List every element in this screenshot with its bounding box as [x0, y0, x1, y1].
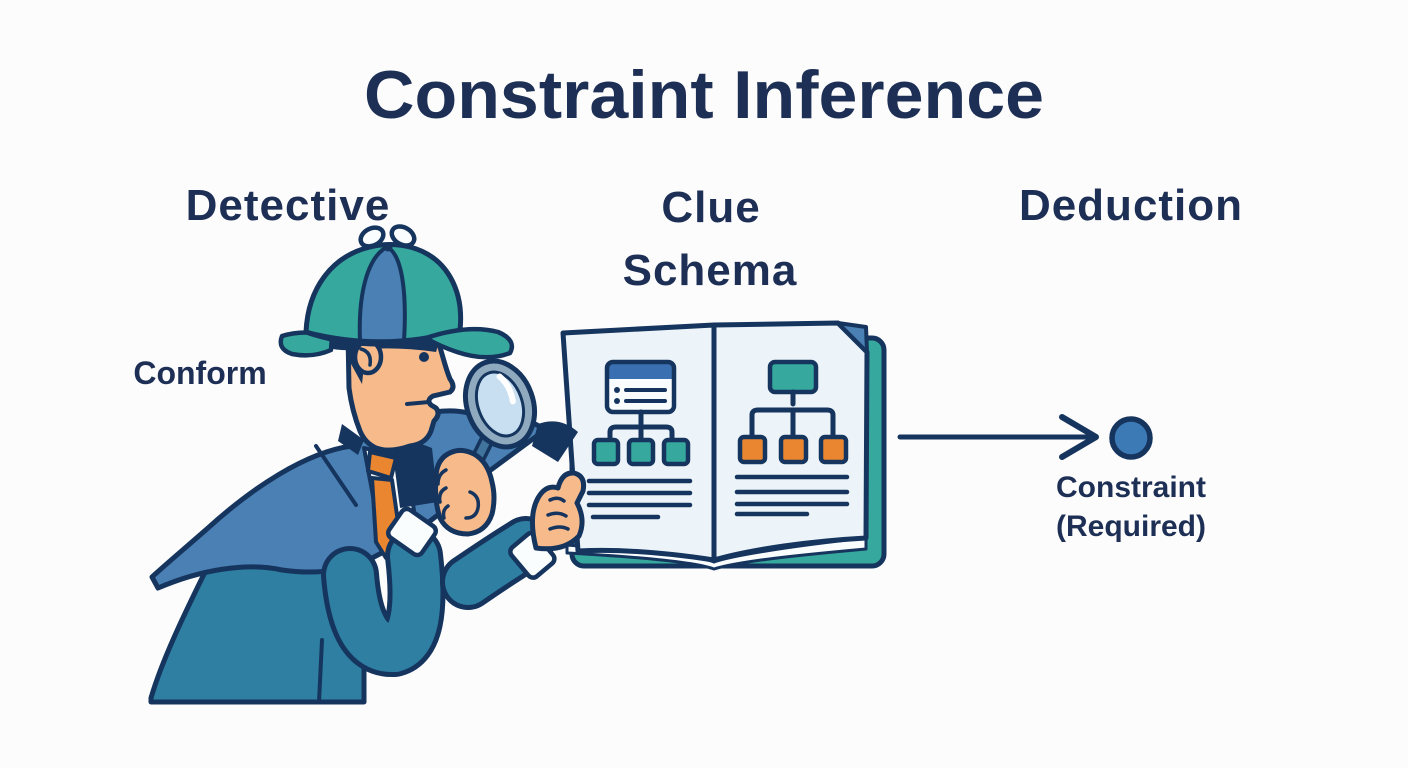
column-label-detective: Detective: [186, 181, 391, 230]
open-schema-book: [560, 320, 887, 571]
cuff: [385, 506, 439, 558]
neck-hair: [338, 424, 364, 455]
hand-holding-magnifier: [433, 447, 497, 537]
left-page-schema-diagram: [586, 359, 693, 520]
page-fold-corner: [836, 321, 869, 354]
constraint-label-line2: (Required): [1056, 510, 1206, 543]
constraint-dot-node: Constraint (Required): [1056, 416, 1206, 543]
eye: [419, 352, 429, 362]
front-arm: [321, 506, 446, 677]
hat-bow: [358, 224, 417, 252]
detective-figure: [148, 224, 587, 705]
deerstalker-hat: [278, 224, 515, 360]
flow-arrow: [897, 414, 1099, 460]
mouth: [405, 400, 431, 406]
lapel: [390, 432, 438, 508]
lens-highlight: [496, 373, 516, 405]
hat-brim: [423, 326, 515, 360]
page-title: Constraint Inference: [364, 57, 1044, 133]
book-arm: [440, 470, 587, 610]
conform-label: Conform: [133, 355, 266, 391]
constraint-label-line1: Constraint: [1056, 471, 1206, 504]
column-label-deduction: Deduction: [1019, 181, 1243, 230]
column-label-clue: Clue: [661, 183, 760, 232]
right-page-schema-diagram: [734, 359, 850, 517]
column-label-schema: Schema: [623, 246, 798, 295]
collar-right: [532, 421, 578, 462]
tie-knot: [366, 450, 398, 480]
hand-holding-book: [530, 470, 587, 552]
